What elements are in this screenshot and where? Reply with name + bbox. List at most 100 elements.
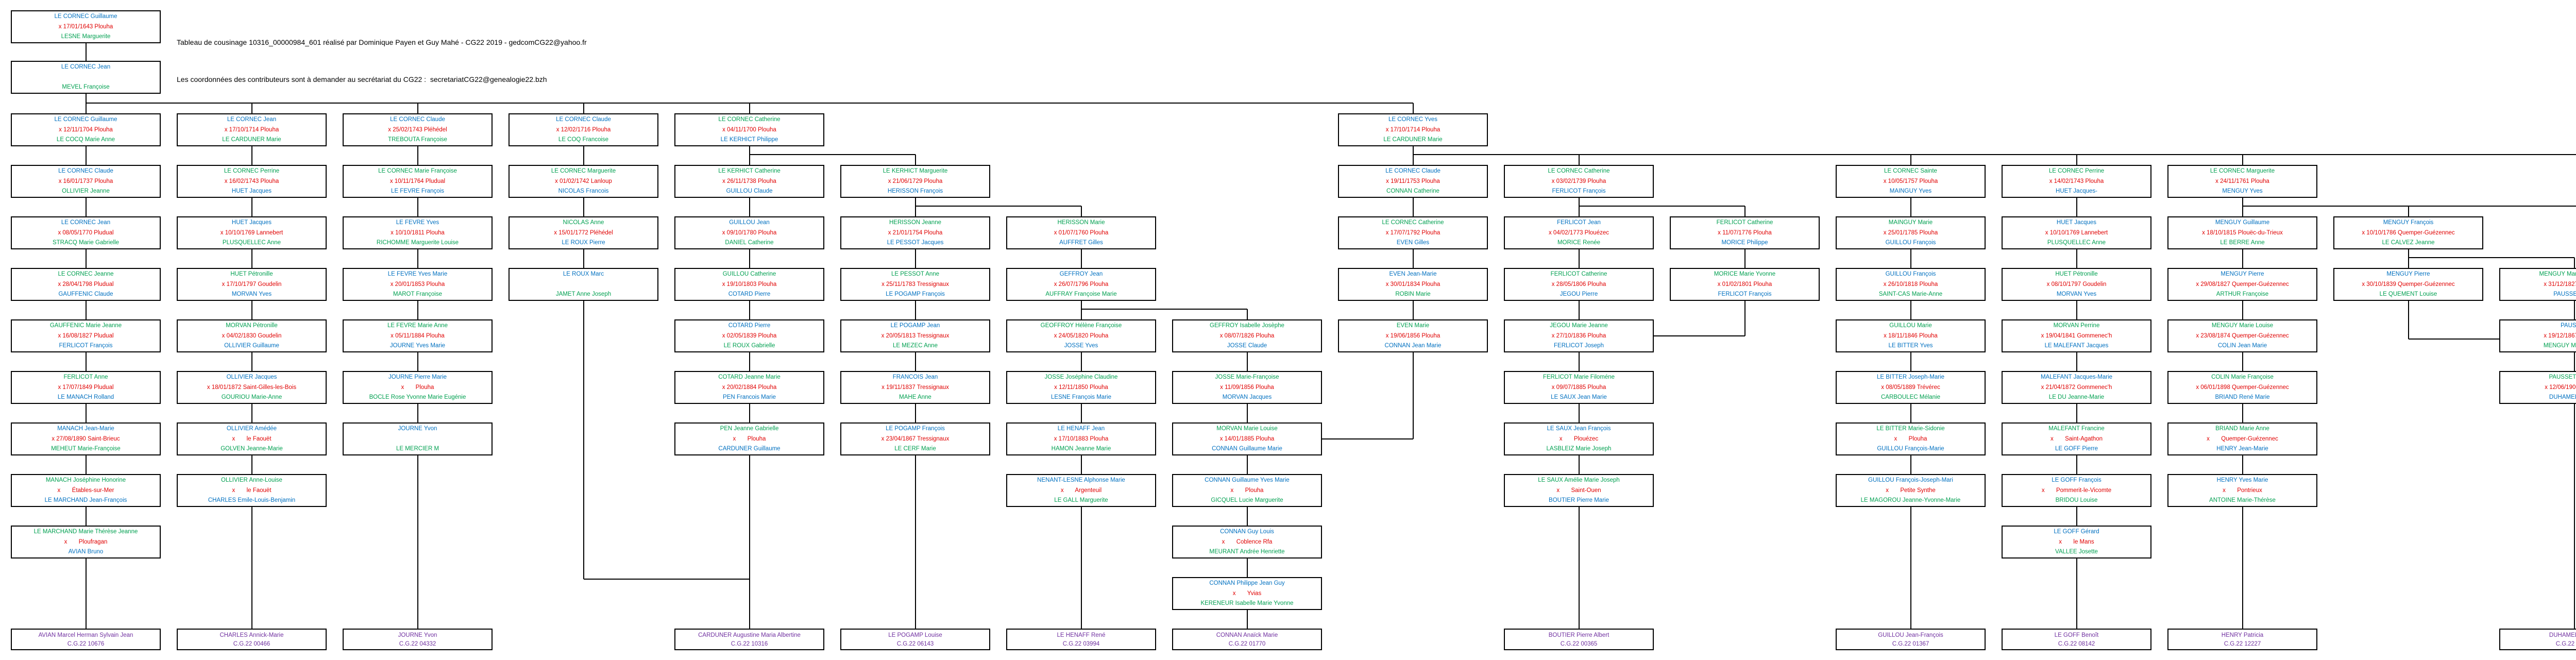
connector-line — [1579, 404, 1580, 422]
marriage-date-place: x 10/11/1764 Pludual — [389, 178, 446, 184]
descendant-name: GEFFROY Isabelle Josèphe — [1210, 323, 1284, 329]
connector-line — [1081, 249, 1082, 268]
marriage-date-place: x Pommerit-le-Vicomte — [2041, 487, 2112, 494]
descendant-name: LE ROUX Marc — [563, 271, 604, 277]
marriage-date-place: x Plouha — [1230, 487, 1264, 494]
descendant-name: MENGUY Pierre — [2221, 271, 2264, 277]
connector-line — [1081, 301, 1082, 319]
marriage-date-place: x 12/11/1850 Plouha — [1054, 384, 1108, 391]
spouse-name: LE QUEMENT Louise — [2379, 291, 2437, 297]
spouse-name: LE KERHICT Philippe — [720, 137, 778, 143]
descendant-name: MANACH Jean-Marie — [57, 426, 114, 432]
connector-line — [749, 146, 750, 165]
connector-line — [2242, 198, 2243, 206]
connector-line — [1322, 438, 1413, 439]
descendant-name: CONNAN Guy Louis — [1220, 529, 1274, 535]
descendant-name: LE CORNEC Catherine — [718, 116, 781, 123]
spouse-name: MORVAN Yves — [231, 291, 272, 297]
spouse-name: MORVAN Yves — [2056, 291, 2097, 297]
descendant-name: BRIAND Marie Anne — [2215, 426, 2269, 432]
connector-line — [417, 301, 418, 319]
descendant-name: LE CORNEC Guillaume — [54, 13, 117, 20]
spouse-name: BRIAND René Marie — [2215, 394, 2270, 400]
connector-line — [749, 103, 750, 113]
connector-line — [417, 146, 418, 165]
cg22-id: C.G.22 12227 — [2224, 640, 2261, 647]
marriage-date-place: x 27/08/1890 Saint-Brieuc — [52, 435, 120, 442]
spouse-name: LE MARCHAND Jean-François — [44, 497, 127, 503]
marriage-date-place: x 10/10/1786 Quemper-Guézennec — [2362, 229, 2455, 236]
cg22-id: C.G.22 08142 — [2058, 640, 2095, 647]
connector-line — [2574, 352, 2575, 371]
connector-line — [2409, 257, 2574, 258]
connector-line — [2076, 301, 2077, 319]
spouse-name: GOURIOU Marie-Anne — [221, 394, 282, 400]
chart-title-line2: Les coordonnées des contributeurs sont à… — [177, 75, 547, 83]
descendant-name: LE KERHICT Marguerite — [883, 168, 948, 174]
descendant-name: FERLICOT Catherine — [1550, 271, 1607, 277]
marriage-date-place: x 12/02/1716 Plouha — [556, 126, 611, 133]
descendant-name: LE CORNEC Jean — [61, 219, 111, 226]
connector-line — [749, 198, 750, 216]
spouse-name: VALLEE Josette — [2055, 549, 2098, 555]
marriage-date-place: x Yvias — [1232, 590, 1262, 597]
descendant-name: FERLICOT Marie Filoméne — [1543, 374, 1615, 380]
marriage-date-place: x 25/02/1743 Pléhédel — [388, 126, 447, 133]
marriage-date-place: x 19/11/1753 Plouha — [1386, 178, 1440, 184]
marriage-date-place: x Coblence Rfa — [1222, 538, 1273, 545]
connector-line — [1247, 455, 1248, 474]
connector-line — [1081, 309, 1247, 310]
descendant-name: CONNAN Guillaume Yves Marie — [1205, 477, 1290, 483]
connector-line — [2242, 455, 2243, 474]
marriage-date-place: x 09/07/1885 Plouha — [1551, 384, 1606, 391]
spouse-name: LE MERCIER M — [396, 446, 439, 452]
connector-line — [1579, 249, 1580, 268]
spouse-name: GAUFFENIC Claude — [58, 291, 113, 297]
descendant-name: OLLIVIER Amédée — [226, 426, 277, 432]
connector-line — [2574, 301, 2575, 319]
spouse-name: LE BERRE Anne — [2220, 240, 2265, 246]
connector-line — [1247, 309, 1248, 319]
descendant-name: MALEFANT Francine — [2048, 426, 2105, 432]
connector-line — [1579, 198, 1580, 216]
connector-line — [2076, 455, 2077, 474]
spouse-name: MENGUY Marie Louise — [2543, 343, 2576, 349]
connector-line — [1413, 146, 1414, 165]
marriage-date-place: x Quemper-Guézennec — [2207, 435, 2278, 442]
spouse-name: JOURNE Yves Marie — [389, 343, 446, 349]
spouse-name: LE ROUX Pierre — [562, 240, 605, 246]
connector-line — [916, 206, 1081, 207]
connector-line — [417, 198, 418, 216]
marriage-date-place: x 29/08/1827 Quemper-Guézennec — [2196, 281, 2289, 287]
spouse-name: CONNAN Jean Marie — [1384, 343, 1442, 349]
marriage-date-place: x 08/05/1889 Trévérec — [1881, 384, 1940, 391]
connector-line — [1744, 301, 1745, 336]
marriage-date-place: x 31/12/1827 Pontrieux — [2544, 281, 2576, 287]
connector-line — [251, 352, 252, 371]
marriage-date-place: x 30/01/1834 Plouha — [1385, 281, 1440, 287]
connector-line — [2408, 206, 2409, 216]
cg22-id: C.G.22 10316 — [731, 640, 768, 647]
connector-line — [2076, 559, 2077, 629]
connector-line — [915, 404, 916, 422]
cg22-id: C.G.22 00466 — [233, 640, 270, 647]
connector-line — [1413, 249, 1414, 268]
spouse-name: MEVEL Françoise — [62, 84, 110, 90]
descendant-name: LE GOFF François — [2052, 477, 2102, 483]
